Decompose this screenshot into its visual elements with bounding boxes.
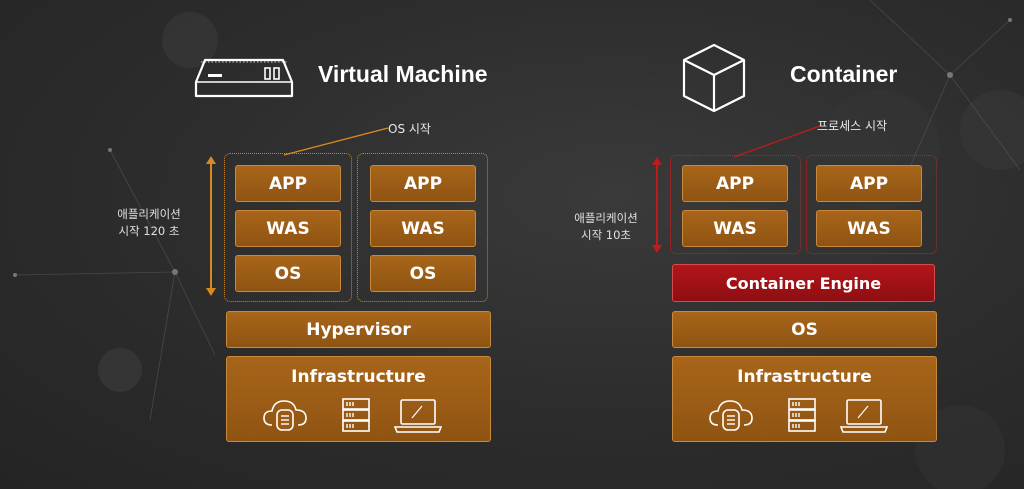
vm-right-app-box: APP — [370, 165, 476, 202]
container-os-box: OS — [672, 311, 937, 348]
cube-icon — [682, 43, 746, 113]
vm-annotation-line — [283, 127, 389, 156]
vm-guest-left-group — [224, 153, 352, 302]
vm-startup-label-line1: 애플리케이션 — [117, 207, 181, 221]
container-right-app-box: APP — [816, 165, 922, 202]
container-process-start-annotation: 프로세스 시작 — [817, 119, 888, 133]
laptop-icon — [394, 399, 442, 433]
container-annotation-line — [733, 125, 821, 158]
container-title: Container — [790, 61, 898, 87]
vm-left-os-box: OS — [235, 255, 341, 292]
vm-os-start-annotation: OS 시작 — [388, 122, 431, 136]
vm-right-was-box: WAS — [370, 210, 476, 247]
container-right-group — [806, 155, 937, 254]
container-left-app-box: APP — [682, 165, 788, 202]
container-right-was-box: WAS — [816, 210, 922, 247]
server-box-icon — [194, 58, 294, 98]
container-left-was-box: WAS — [682, 210, 788, 247]
vm-guest-right-group — [357, 153, 488, 302]
cloud-database-icon — [263, 400, 307, 431]
container-startup-label-line2: 시작 10초 — [580, 228, 632, 242]
vm-infrastructure-label: Infrastructure — [291, 367, 426, 387]
vm-left-app-box: APP — [235, 165, 341, 202]
vm-hypervisor-box: Hypervisor — [226, 311, 491, 348]
server-rack-icon — [342, 398, 370, 432]
vm-startup-arrow — [206, 156, 216, 296]
container-left-group — [670, 155, 801, 254]
vm-left-was-box: WAS — [235, 210, 341, 247]
container-startup-label-line1: 애플리케이션 — [574, 211, 638, 225]
vm-startup-time-label: 애플리케이션 시작 120 초 — [95, 206, 203, 240]
container-startup-arrow — [652, 157, 662, 253]
container-infrastructure-label: Infrastructure — [737, 367, 872, 387]
container-engine-box: Container Engine — [672, 264, 935, 302]
vm-right-os-box: OS — [370, 255, 476, 292]
container-startup-time-label: 애플리케이션 시작 10초 — [562, 210, 650, 244]
cloud-database-icon — [709, 400, 753, 431]
server-rack-icon — [788, 398, 816, 432]
vm-startup-label-line2: 시작 120 초 — [118, 224, 180, 238]
vm-title: Virtual Machine — [318, 61, 488, 87]
laptop-icon — [840, 399, 888, 433]
